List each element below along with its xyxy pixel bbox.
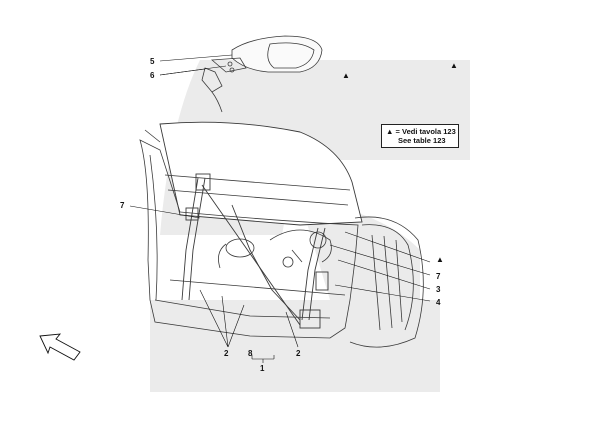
reference-note-english: See table 123 <box>398 136 446 145</box>
leader-lines <box>129 54 431 363</box>
door-jamb <box>349 216 424 348</box>
orientation-arrow-icon <box>39 333 81 361</box>
callout-2-left: 2 <box>224 349 229 358</box>
callout-1: 1 <box>260 364 265 373</box>
callout-7-right: 7 <box>436 272 441 281</box>
callout-4: 4 <box>436 298 441 307</box>
reference-note-box: ▲ = Vedi tavola 123 See table 123 <box>381 124 459 148</box>
reference-triangle-top-right: ▲ <box>436 255 444 264</box>
mirror-assembly <box>201 35 323 113</box>
callout-5: 5 <box>150 57 155 66</box>
window-regulator <box>181 173 329 329</box>
callout-8: 8 <box>248 349 253 358</box>
reference-note-line-1: ▲ = Vedi tavola 123 <box>386 127 456 136</box>
callout-6: 6 <box>150 71 155 80</box>
door-panel <box>139 129 359 339</box>
callout-7-left: 7 <box>120 201 125 210</box>
reference-triangle-icon: ▲ <box>386 127 394 136</box>
reference-triangle-mirror: ▲ <box>342 71 350 80</box>
reference-triangle-door: ▲ <box>450 61 458 70</box>
reference-note-italian: = Vedi tavola 123 <box>395 127 456 136</box>
motor-harness <box>218 229 332 269</box>
callout-3: 3 <box>436 285 441 294</box>
callout-2-right: 2 <box>296 349 301 358</box>
watermark-logo <box>150 60 470 392</box>
